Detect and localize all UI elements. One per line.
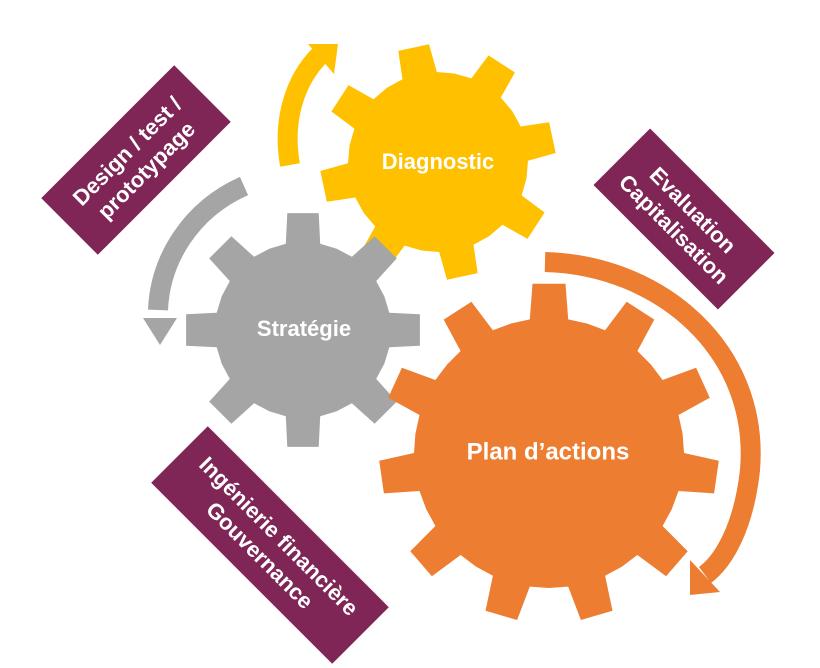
tag-evaluation: Evaluation Capitalisation <box>593 128 775 310</box>
tag-ingenierie: Ingénierie financière Gouvernance <box>151 426 389 664</box>
gear-plan <box>379 283 719 620</box>
arrow-diagnostic <box>277 44 338 167</box>
gear-label-diagnostic: Diagnostic <box>382 149 494 174</box>
gear-diagnostic <box>320 44 556 280</box>
gear-strategie <box>186 213 420 447</box>
gear-label-plan: Plan d’actions <box>467 438 630 465</box>
arrow-strategie <box>143 176 249 345</box>
gear-label-strategie: Stratégie <box>257 316 351 341</box>
arrow-plan <box>544 252 761 595</box>
